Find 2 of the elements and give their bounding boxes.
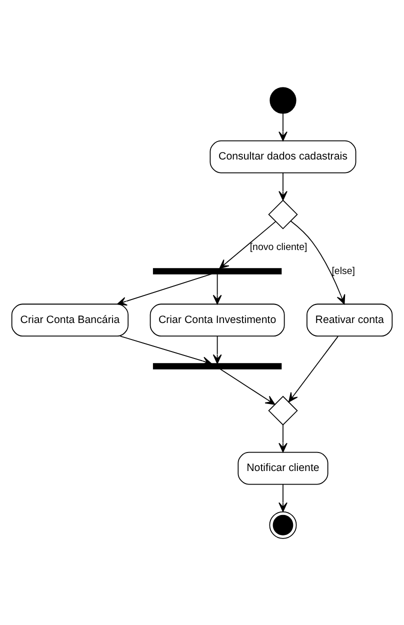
edge-label: [else] [332, 265, 356, 276]
edge-label: [novo cliente] [250, 241, 308, 252]
